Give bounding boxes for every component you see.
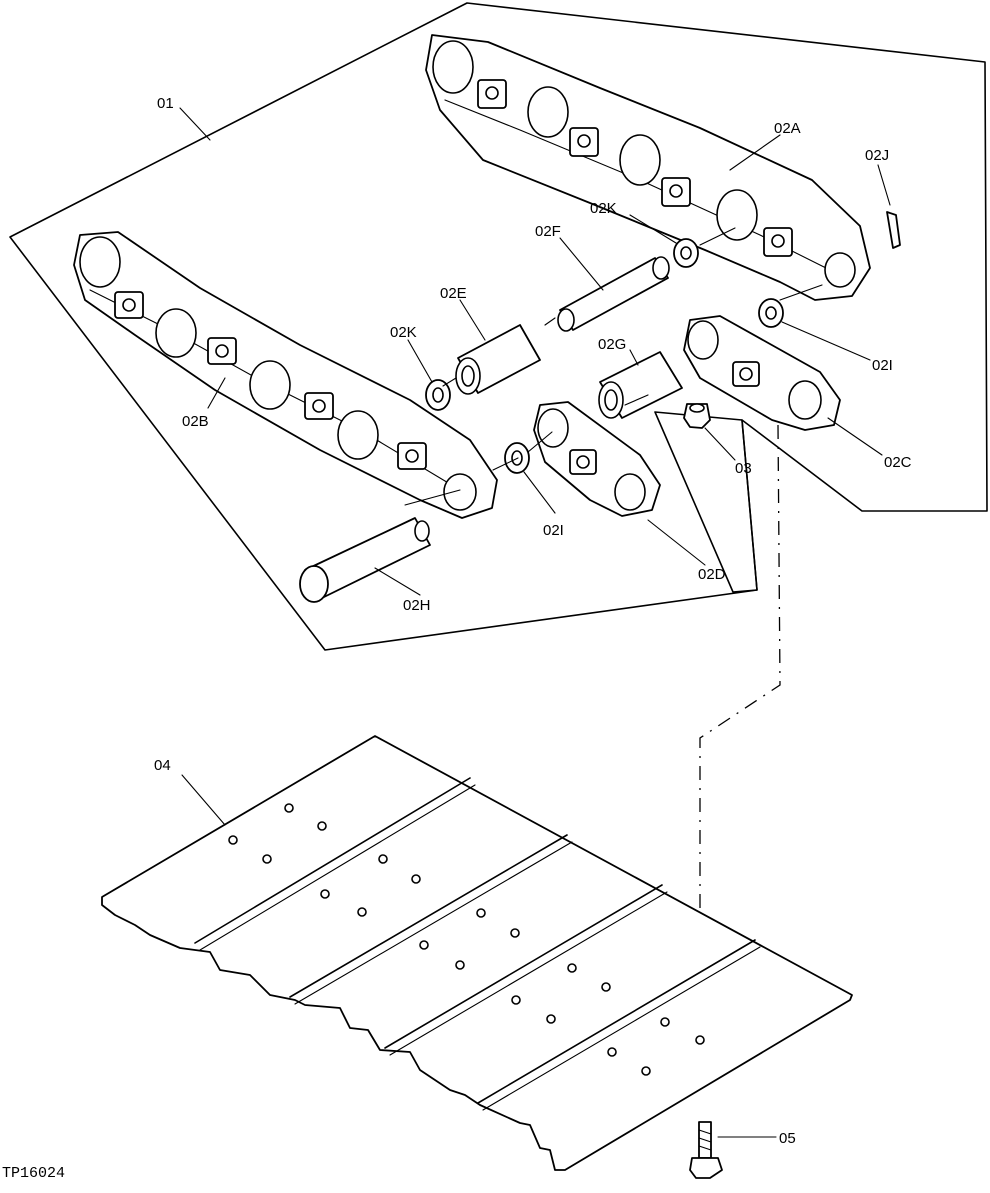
assembly-centerline-h: [442, 377, 457, 387]
track-link-chain-02B: [73, 231, 498, 519]
callout-02I-right: 02I: [872, 357, 893, 374]
callout-02B: 02B: [182, 413, 209, 430]
leader-02C: [827, 417, 883, 456]
seal-02K-top: [673, 238, 699, 268]
master-pin-02H: [299, 517, 431, 603]
callout-02K-left: 02K: [390, 324, 417, 341]
leader-02A: [729, 134, 781, 171]
callout-05: 05: [779, 1130, 796, 1147]
leader-04: [181, 774, 226, 826]
callout-02F: 02F: [535, 223, 561, 240]
track-shoe-assembly-04: [101, 735, 853, 1171]
bolt-05: [689, 1121, 723, 1179]
master-link-02D: [533, 401, 661, 517]
nut-03: [683, 403, 711, 429]
callout-01: 01: [157, 95, 174, 112]
callout-02E: 02E: [440, 285, 467, 302]
leader-02B: [207, 377, 226, 409]
leader-02I-mid: [523, 471, 556, 514]
assembly-centerline-d: [624, 394, 649, 406]
track-link-chain-02A: [425, 34, 871, 301]
leader-02I-right: [781, 321, 871, 361]
assembly-centerline-g: [544, 317, 556, 326]
leader-02F: [559, 237, 604, 291]
leader-02D: [647, 519, 706, 566]
bolt-alignment-line: [699, 424, 781, 1040]
assembly-centerline-e: [779, 284, 823, 301]
assembly-centerline-b: [492, 457, 519, 471]
callout-02D: 02D: [698, 566, 726, 583]
leader-02J: [877, 164, 891, 206]
callout-02C: 02C: [884, 454, 912, 471]
figure-code: TP16024: [2, 1165, 65, 1182]
master-link-02C: [683, 315, 841, 431]
leader-02H: [374, 567, 421, 596]
callout-03: 03: [735, 460, 752, 477]
callout-02J: 02J: [865, 147, 889, 164]
callout-02I-mid: 02I: [543, 522, 564, 539]
leader-02E: [459, 299, 486, 341]
leader-03: [704, 427, 736, 461]
callout-02K-top: 02K: [590, 200, 617, 217]
assembly-centerline-a: [404, 489, 461, 506]
bushing-02G: [598, 351, 683, 419]
leader-01: [179, 107, 211, 141]
pin-02F: [557, 256, 670, 332]
seal-02K-left: [425, 379, 451, 411]
cotter-pin-02J: [886, 211, 901, 249]
assembly-01-outline: [9, 2, 988, 651]
leader-02G: [629, 349, 639, 366]
leader-02K-top: [629, 214, 677, 244]
assembly-subgroup-outline: [654, 411, 758, 593]
callout-02G: 02G: [598, 336, 626, 353]
callout-02H: 02H: [403, 597, 431, 614]
callout-04: 04: [154, 757, 171, 774]
bushing-02E: [455, 324, 541, 395]
assembly-centerline-f: [699, 227, 736, 246]
assembly-centerline-c: [527, 431, 553, 453]
leader-02K-left: [407, 339, 433, 383]
seal-02I-right: [758, 298, 784, 328]
callout-02A: 02A: [774, 120, 801, 137]
